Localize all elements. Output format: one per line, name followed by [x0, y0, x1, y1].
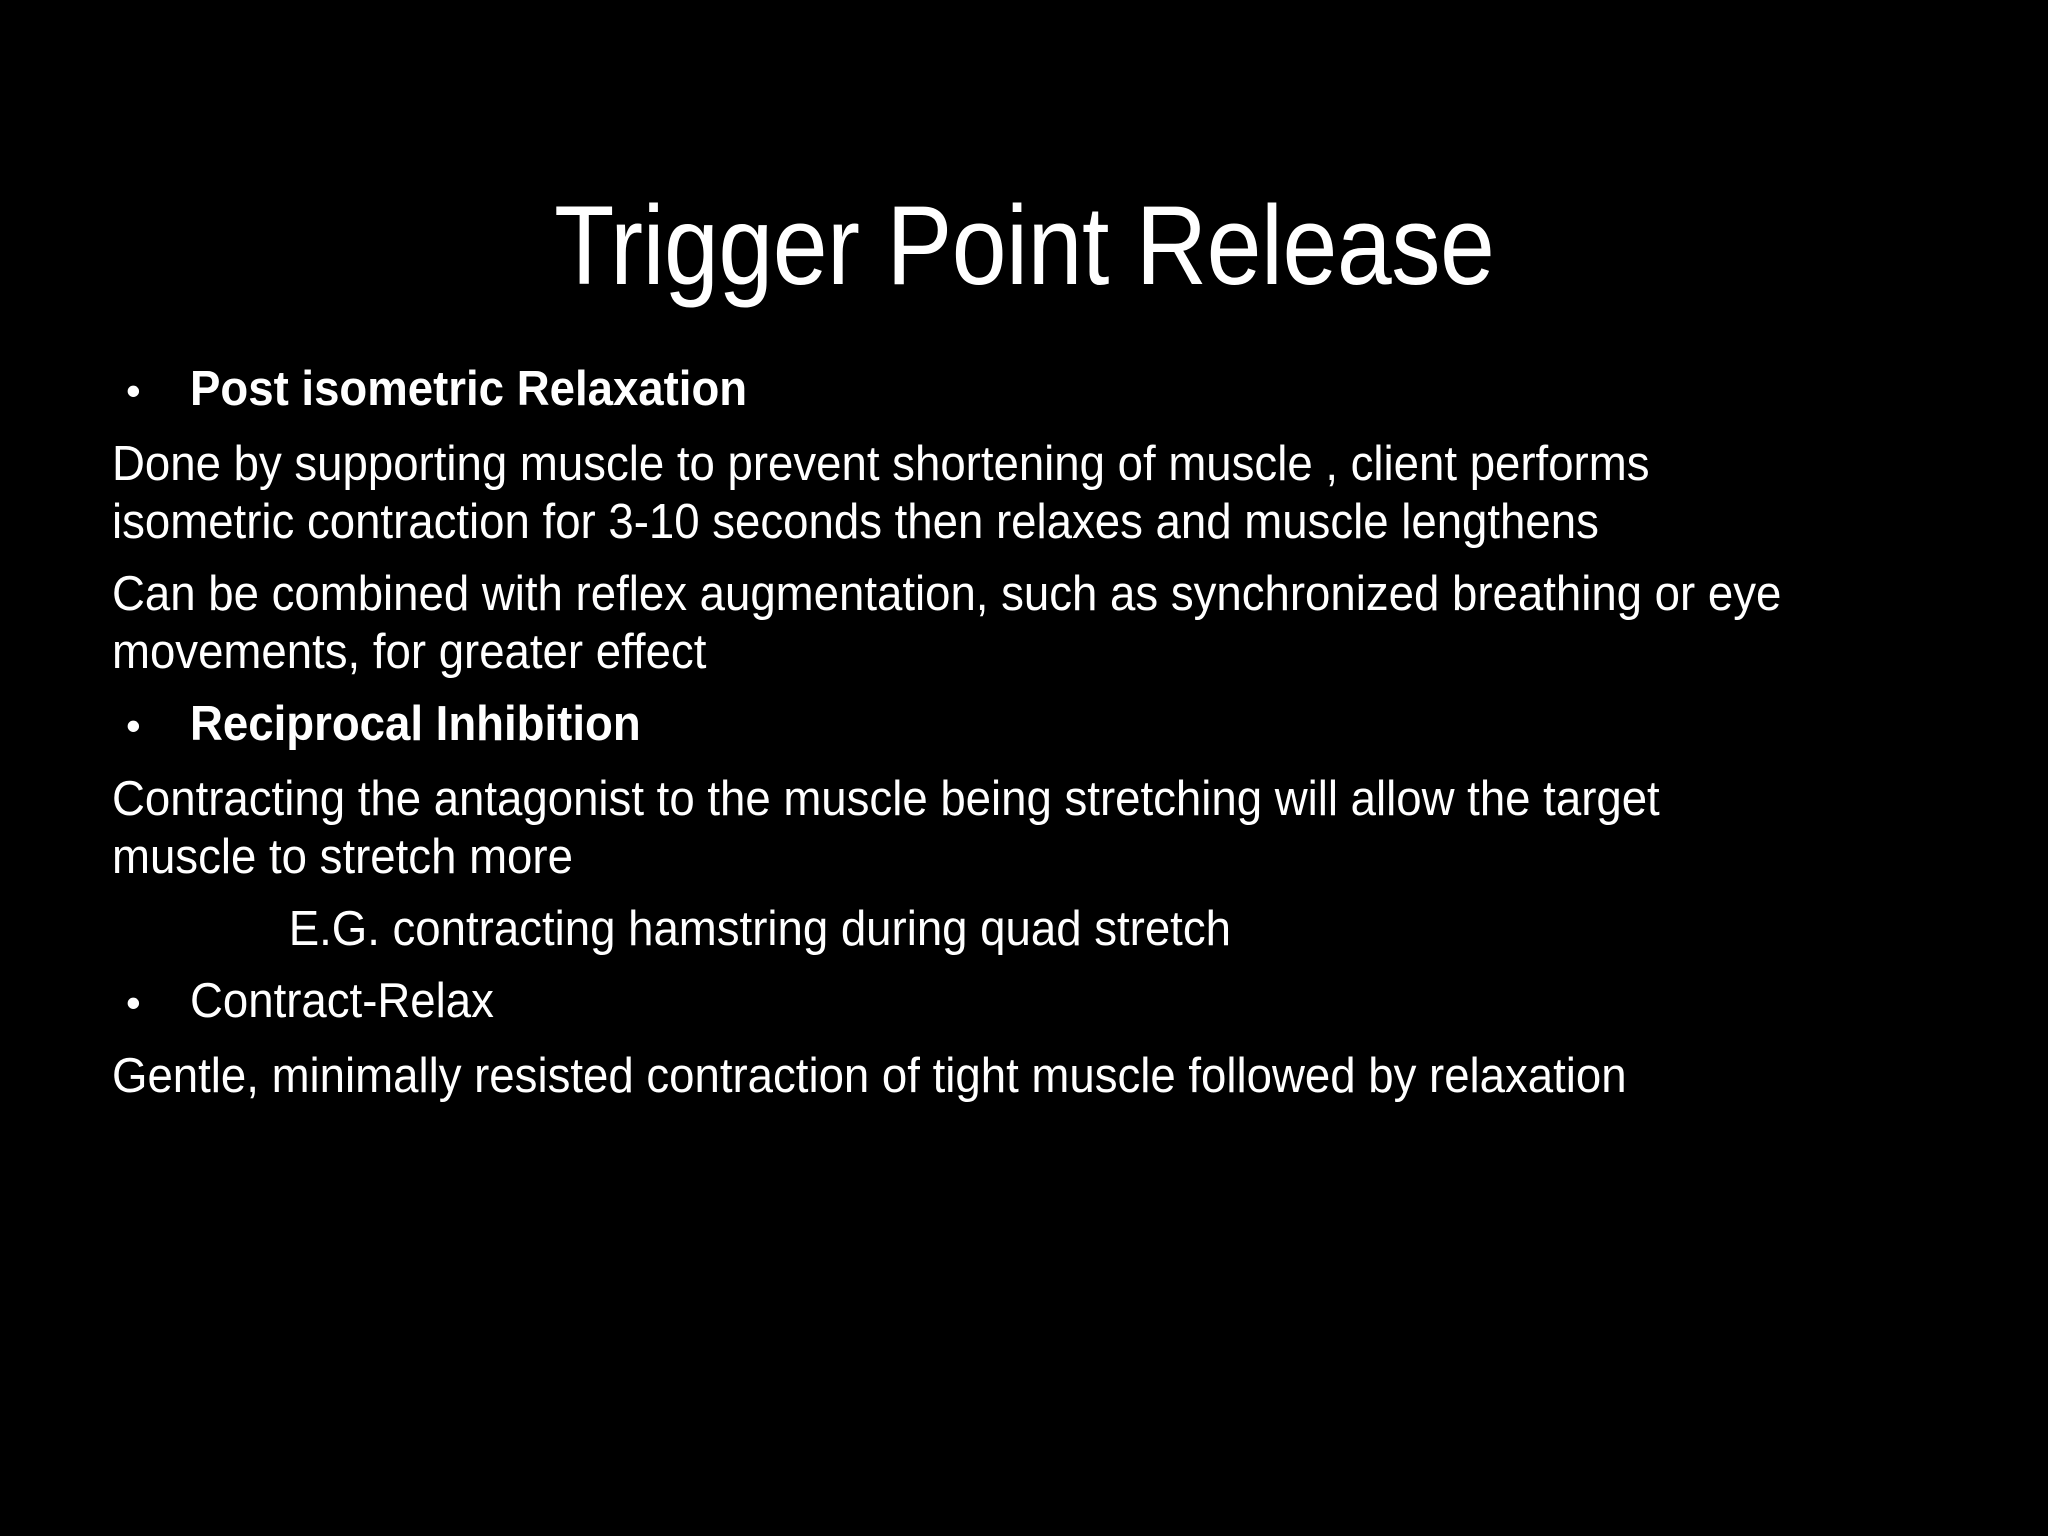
paragraph-reciprocal-inhibition-description: Contracting the antagonist to the muscle…	[112, 771, 1660, 884]
bullet-contract-relax-label: Contract-Relax	[190, 974, 494, 1029]
page-title: Trigger Point Release	[553, 183, 1495, 309]
bullet-contract-relax: • Contract-Relax	[112, 972, 1992, 1031]
bullet-post-isometric-relaxation-label: Post isometric Relaxation	[190, 362, 748, 416]
paragraph-post-isometric-description: Done by supporting muscle to prevent sho…	[112, 436, 1650, 549]
slide-title-block: Trigger Point Release	[0, 112, 2048, 381]
bullet-reciprocal-inhibition: • Reciprocal Inhibition	[112, 695, 1992, 754]
paragraph-reflex-augmentation: Can be combined with reflex augmentation…	[112, 566, 1782, 679]
bullet-point-icon: •	[126, 979, 141, 1027]
paragraph-contract-relax-description: Gentle, minimally resisted contraction o…	[112, 1048, 1627, 1103]
bullet-point-icon: •	[126, 367, 141, 414]
bullet-post-isometric-relaxation: • Post isometric Relaxation	[112, 360, 1992, 419]
bullet-reciprocal-inhibition-label: Reciprocal Inhibition	[190, 697, 641, 752]
paragraph-reciprocal-inhibition-example: E.G. contracting hamstring during quad s…	[288, 901, 1231, 956]
bullet-point-icon: •	[126, 702, 141, 750]
